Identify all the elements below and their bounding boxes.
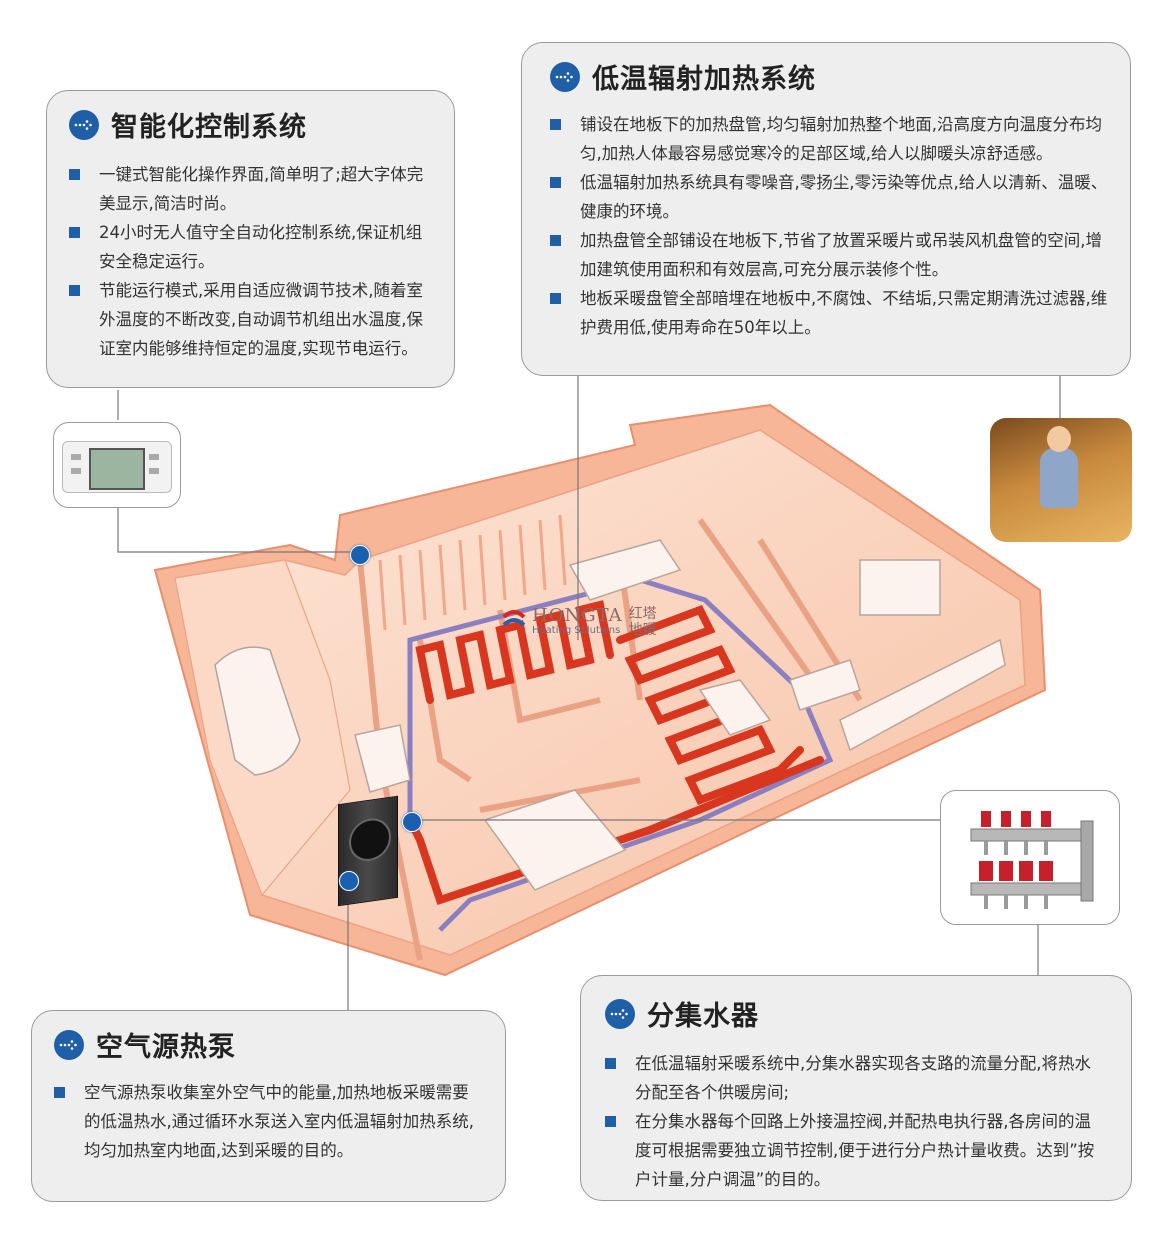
thermostat-icon bbox=[62, 441, 172, 493]
list-item-text: 铺设在地板下的加热盘管,均匀辐射加热整个地面,沿高度方向温度分布均匀,加热人体最… bbox=[580, 115, 1102, 163]
list-item: 节能运行模式,采用自适应微调节技术,随着室外温度的不断改变,自动调节机组出水温度… bbox=[69, 276, 436, 363]
brand-cn: 红塔地暖 bbox=[628, 606, 657, 638]
child-head bbox=[1047, 426, 1071, 452]
bullet-square-icon bbox=[54, 1087, 65, 1098]
supply-pipe bbox=[406, 756, 824, 906]
manifold-panel: 分集水器 在低温辐射采暖系统中,分集水器实现各支路的流量分配,将热水分配至各个供… bbox=[580, 975, 1132, 1201]
list-item-text: 24小时无人值守全自动化控制系统,保证机组安全稳定运行。 bbox=[99, 223, 423, 271]
arrow-circle-icon bbox=[69, 109, 99, 140]
brand-watermark: HONGTA Heating Solutions 红塔地暖 bbox=[500, 606, 663, 638]
arrow-circle-icon bbox=[550, 61, 580, 92]
list-item-text: 空气源热泵收集室外空气中的能量,加热地板采暖需要的低温热水,通过循环水泵送入室内… bbox=[84, 1083, 474, 1160]
hongta-logo-icon bbox=[502, 610, 526, 627]
panel-title: 低温辐射加热系统 bbox=[592, 64, 816, 95]
list-item: 在低温辐射采暖系统中,分集水器实现各支路的流量分配,将热水分配至各个供暖房间; bbox=[605, 1049, 1107, 1107]
list-item-text: 加热盘管全部铺设在地板下,节省了放置采暖片或吊装风机盘管的空间,增加建筑使用面积… bbox=[580, 231, 1102, 279]
list-item: 低温辐射加热系统具有零噪音,零扬尘,零污染等优点,给人以清新、温暖、健康的环境。 bbox=[550, 168, 1108, 226]
furniture bbox=[354, 539, 1006, 891]
list-item-text: 一键式智能化操作界面,简单明了;超大字体完美显示,简洁时尚。 bbox=[99, 165, 424, 213]
garage bbox=[174, 559, 351, 897]
list-item: 一键式智能化操作界面,简单明了;超大字体完美显示,简洁时尚。 bbox=[69, 160, 436, 218]
heating-coil-left bbox=[415, 600, 614, 704]
arrow-circle-icon bbox=[54, 1029, 84, 1060]
car-icon bbox=[214, 646, 301, 776]
manifold-connector-dot bbox=[402, 812, 422, 832]
tub-icon bbox=[789, 659, 861, 711]
list-item-text: 低温辐射加热系统具有零噪音,零扬尘,零污染等优点,给人以清新、温暖、健康的环境。 bbox=[580, 173, 1108, 221]
heat-pump-connector-dot bbox=[339, 871, 359, 891]
dining-table-icon bbox=[698, 679, 772, 736]
brand-tagline: Heating Solutions bbox=[532, 625, 621, 636]
heat-pump-list: 空气源热泵收集室外空气中的能量,加热地板采暖需要的低温热水,通过循环水泵送入室内… bbox=[54, 1078, 485, 1165]
bullet-square-icon bbox=[69, 285, 80, 296]
radiant-heating-list: 铺设在地板下的加热盘管,均匀辐射加热整个地面,沿高度方向温度分布均匀,加热人体最… bbox=[550, 110, 1108, 342]
manifold-thumbnail bbox=[940, 790, 1120, 925]
thermostat-thumbnail bbox=[53, 422, 181, 508]
smart-control-list: 一键式智能化操作界面,简单明了;超大字体完美显示,简洁时尚。 24小时无人值守全… bbox=[69, 160, 436, 363]
manifold-icon bbox=[970, 811, 1094, 909]
smart-control-title-row: 智能化控制系统 bbox=[69, 105, 436, 144]
list-item: 空气源热泵收集室外空气中的能量,加热地板采暖需要的低温热水,通过循环水泵送入室内… bbox=[54, 1078, 485, 1165]
panel-title: 分集水器 bbox=[647, 1001, 759, 1032]
brand-name: HONGTA bbox=[532, 605, 623, 626]
heat-pump-panel: 空气源热泵 空气源热泵收集室外空气中的能量,加热地板采暖需要的低温热水,通过循环… bbox=[31, 1010, 506, 1202]
list-item: 加热盘管全部铺设在地板下,节省了放置采暖片或吊装风机盘管的空间,增加建筑使用面积… bbox=[550, 226, 1108, 284]
list-item-text: 节能运行模式,采用自适应微调节技术,随着室外温度的不断改变,自动调节机组出水温度… bbox=[99, 281, 423, 358]
child-photo-thumbnail bbox=[990, 418, 1132, 542]
bullet-square-icon bbox=[605, 1116, 616, 1127]
bullet-square-icon bbox=[550, 235, 561, 246]
bullet-square-icon bbox=[550, 119, 561, 130]
radiant-heating-title-row: 低温辐射加热系统 bbox=[550, 57, 1108, 96]
smart-control-connector-dot bbox=[350, 545, 370, 565]
bullet-square-icon bbox=[550, 293, 561, 304]
panel-title: 智能化控制系统 bbox=[111, 112, 307, 143]
kitchen-counter-icon bbox=[839, 638, 1006, 752]
bullet-square-icon bbox=[69, 227, 80, 238]
bed-icon bbox=[483, 789, 627, 891]
list-item: 24小时无人值守全自动化控制系统,保证机组安全稳定运行。 bbox=[69, 218, 436, 276]
fan-icon bbox=[349, 815, 391, 864]
sofa-icon bbox=[568, 539, 682, 601]
list-item-text: 在低温辐射采暖系统中,分集水器实现各支路的流量分配,将热水分配至各个供暖房间; bbox=[635, 1054, 1091, 1102]
list-item: 在分集水器每个回路上外接温控阀,并配热电执行器,各房间的温度可根据需要独立调节控… bbox=[605, 1107, 1107, 1194]
arrow-circle-icon bbox=[605, 998, 635, 1029]
panel-title: 空气源热泵 bbox=[96, 1032, 236, 1063]
heat-pump-title-row: 空气源热泵 bbox=[54, 1025, 485, 1064]
bullet-square-icon bbox=[69, 169, 80, 180]
manifold-title-row: 分集水器 bbox=[605, 994, 1107, 1033]
brand-text: HONGTA Heating Solutions bbox=[532, 607, 623, 637]
bullet-square-icon bbox=[605, 1058, 616, 1069]
radiant-heating-panel: 低温辐射加热系统 铺设在地板下的加热盘管,均匀辐射加热整个地面,沿高度方向温度分… bbox=[521, 42, 1131, 376]
list-item: 铺设在地板下的加热盘管,均匀辐射加热整个地面,沿高度方向温度分布均匀,加热人体最… bbox=[550, 110, 1108, 168]
list-item: 地板采暖盘管全部暗埋在地板中,不腐蚀、不结垢,只需定期清洗过滤器,维护费用低,使… bbox=[550, 284, 1108, 342]
list-item-text: 在分集水器每个回路上外接温控阀,并配热电执行器,各房间的温度可根据需要独立调节控… bbox=[635, 1112, 1095, 1189]
manifold-list: 在低温辐射采暖系统中,分集水器实现各支路的流量分配,将热水分配至各个供暖房间; … bbox=[605, 1049, 1107, 1194]
wardrobe-icon bbox=[859, 559, 941, 616]
list-item-text: 地板采暖盘管全部暗埋在地板中,不腐蚀、不结垢,只需定期清洗过滤器,维护费用低,使… bbox=[580, 289, 1108, 337]
smart-control-panel: 智能化控制系统 一键式智能化操作界面,简单明了;超大字体完美显示,简洁时尚。 2… bbox=[46, 90, 455, 388]
balcony-railing bbox=[378, 514, 567, 631]
bullet-square-icon bbox=[550, 177, 561, 188]
bathtub-icon bbox=[354, 724, 411, 793]
child-figure bbox=[1040, 448, 1078, 508]
